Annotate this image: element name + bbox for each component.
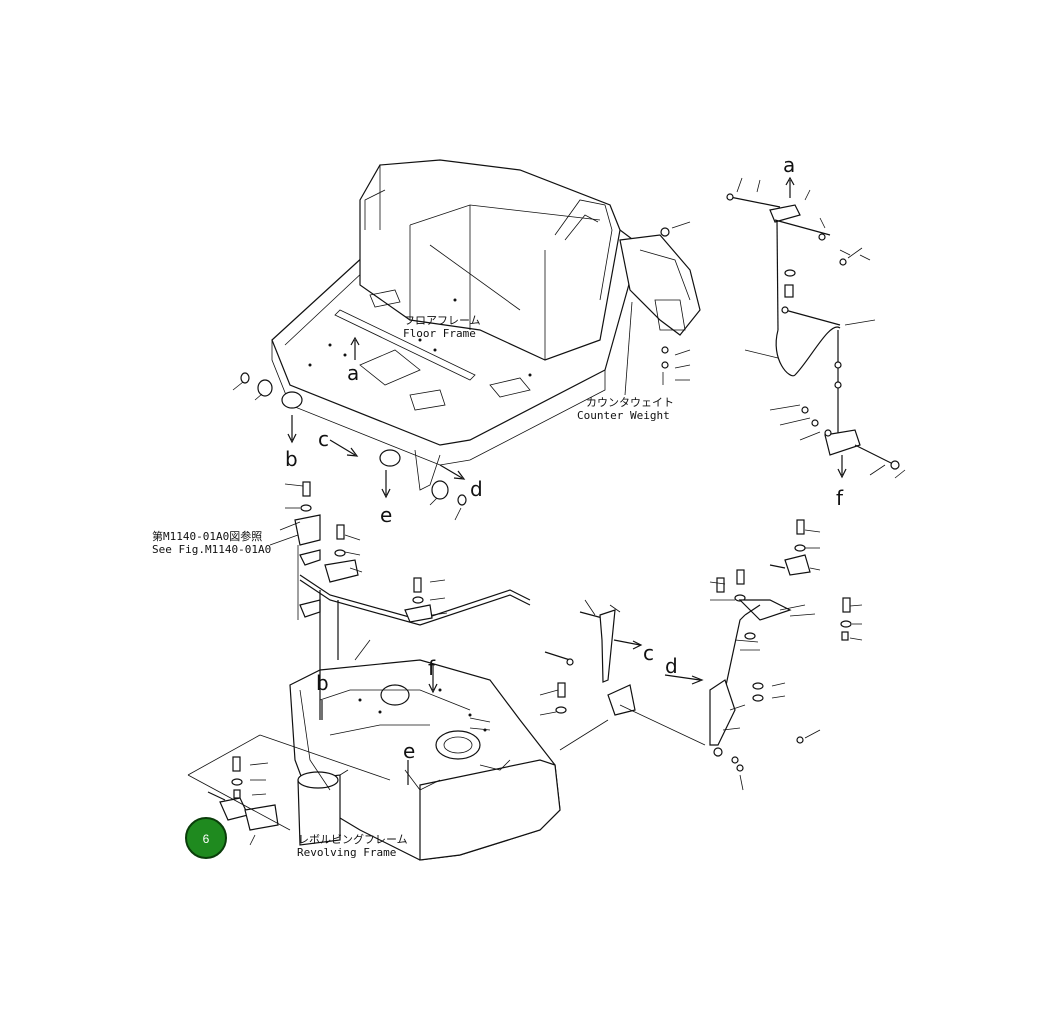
ref-b-floor: b [285, 447, 298, 471]
revolving-frame-label-en: Revolving Frame [297, 846, 396, 859]
ref-a-top: a [783, 153, 795, 177]
fig-ref-leader [269, 534, 299, 546]
right-lower-linkage-drawing [664, 519, 863, 791]
ref-e-lower: e [403, 739, 415, 763]
ref-b-lower: b [316, 671, 329, 695]
callout-badge-circle [185, 817, 227, 859]
ref-a-floor: a [347, 361, 359, 385]
left-brackets-drawing [279, 481, 531, 661]
ref-d-lower: d [665, 654, 678, 678]
floor-frame-label-en: Floor Frame [403, 327, 476, 340]
revolving-frame-drawing [187, 659, 561, 861]
middle-levers-drawing [539, 599, 706, 751]
floor-frame-drawing [232, 159, 641, 521]
see-fig-label-jp: 第M1140-01A0図参照 [152, 529, 262, 543]
counter-weight-label-en: Counter Weight [577, 409, 670, 422]
ref-f-right: f [836, 486, 844, 510]
callout-badge-number: 6 [203, 832, 210, 846]
right-linkage-drawing [726, 176, 906, 479]
callout-badge[interactable]: 6 [185, 817, 227, 859]
ref-f-lower: f [428, 656, 436, 680]
ref-e-floor: e [380, 503, 392, 527]
floor-frame-label-jp: フロアフレーム [404, 314, 481, 327]
counter-weight-drawing [619, 221, 701, 396]
counter-weight-label-jp: カウンタウェイト [586, 396, 674, 409]
revolving-frame-label-jp: レボルビングフレーム [298, 832, 408, 846]
ref-c-floor: c [318, 427, 329, 451]
see-fig-label-en: See Fig.M1140-01A0 [152, 543, 271, 556]
ref-c-lower: c [643, 641, 654, 665]
ref-d-floor: d [470, 477, 483, 501]
